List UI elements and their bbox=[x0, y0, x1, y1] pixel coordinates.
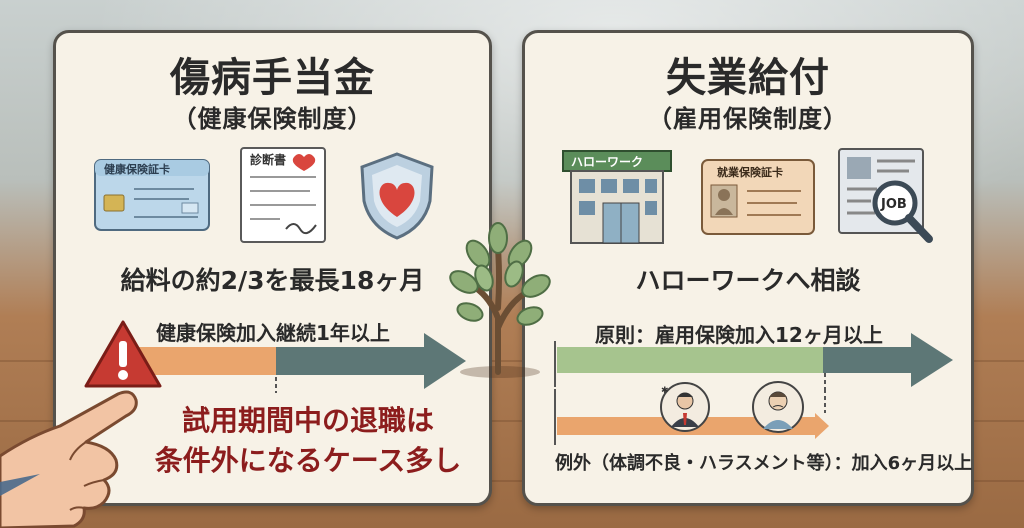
certificate-label: 診断書 bbox=[250, 152, 286, 167]
office-sign: ハローワーク bbox=[571, 155, 643, 169]
probation-warning-text: 試用期間中の退職は 条件外になるケース多し bbox=[148, 401, 468, 481]
warning-icon bbox=[84, 320, 162, 388]
job-label: JOB bbox=[880, 197, 907, 212]
timeline-arrowhead bbox=[911, 333, 953, 387]
coverage-bar bbox=[823, 347, 913, 373]
exception-label: 例外（体調不良・ハラスメント等）：加入6ヶ月以上 bbox=[555, 453, 973, 474]
left-headline: 給料の約2/3を最長18ヶ月 bbox=[120, 266, 425, 295]
right-card-subtitle: （雇用保険制度） bbox=[648, 105, 848, 133]
employment-card-icon: 就業保険証卡 bbox=[701, 159, 815, 235]
warning-line-1: 試用期間中の退職は bbox=[181, 404, 434, 437]
wood-grain bbox=[0, 360, 1024, 362]
sick-person-icon bbox=[752, 381, 804, 433]
required-period-bar bbox=[557, 347, 823, 373]
right-headline: ハローワークへ相談 bbox=[635, 266, 861, 295]
right-card-title: 失業給付 bbox=[666, 55, 830, 101]
left-timeline bbox=[116, 333, 466, 393]
tree-icon bbox=[449, 222, 551, 378]
left-timeline-label: 健康保険加入継続1年以上 bbox=[156, 321, 390, 345]
medical-certificate-icon: 診断書 bbox=[240, 147, 326, 243]
pointing-hand-icon bbox=[0, 390, 138, 528]
hello-work-office-icon: ハローワーク bbox=[562, 150, 672, 244]
insurance-card-icon: 健康保険証卡 bbox=[94, 159, 210, 231]
timeline-arrowhead bbox=[424, 333, 466, 389]
warning-line-2: 条件外になるケース多し bbox=[154, 444, 462, 477]
wood-grain bbox=[0, 420, 1024, 422]
job-search-icon: JOB bbox=[838, 148, 933, 243]
unemployment-benefit-card: 失業給付 （雇用保険制度） ハローワーク 就業保険証卡 JOB bbox=[522, 30, 974, 506]
wood-grain bbox=[0, 480, 1024, 482]
left-card-subtitle: （健康保険制度） bbox=[172, 105, 373, 133]
left-card-title: 傷病手当金 bbox=[170, 55, 375, 101]
principle-label: 原則：雇用保険加入12ヶ月以上 bbox=[595, 323, 883, 347]
shield-heart-icon bbox=[360, 152, 434, 240]
svg-text:✱: ✱ bbox=[661, 386, 669, 396]
insurance-card-label: 健康保険証卡 bbox=[104, 162, 170, 176]
stressed-worker-icon: ✱ bbox=[660, 382, 710, 432]
coverage-bar bbox=[276, 347, 426, 375]
employment-card-label: 就業保険証卡 bbox=[717, 165, 783, 179]
sickness-allowance-card: 傷病手当金 （健康保険制度） 健康保険証卡 診断書 給料の約2/3を最長18ヶ月… bbox=[53, 30, 492, 506]
principle-timeline bbox=[554, 333, 953, 389]
